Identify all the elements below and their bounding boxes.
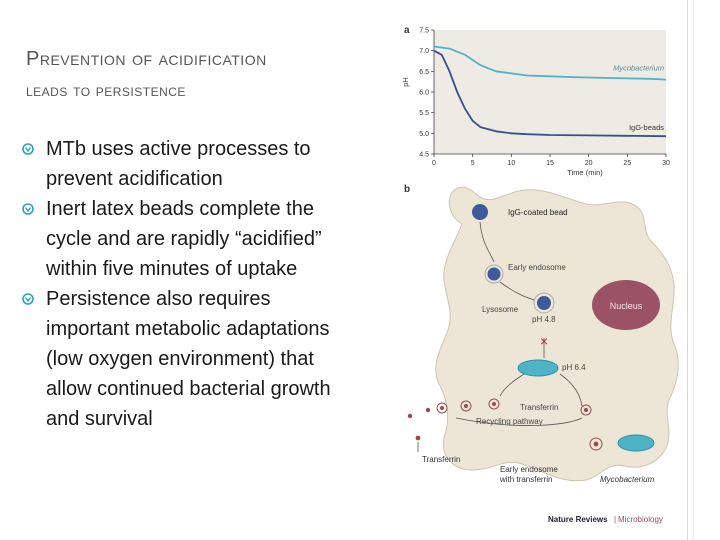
- early-endosome-bead-icon: [487, 267, 501, 281]
- bullet-item: Inert latex beads complete the cycle and…: [22, 194, 357, 284]
- series-line-igg-beads: [433, 49, 667, 138]
- chart-plot-background: [434, 30, 666, 154]
- credit-brand: Nature Reviews: [548, 515, 608, 524]
- recycling-pathway-label: Recycling pathway: [476, 417, 543, 426]
- credit-journal: Microbiology: [618, 515, 663, 524]
- early-endosome-label: Early endosome: [508, 263, 566, 272]
- pathway-arrow: [479, 221, 495, 263]
- right-border-rule: [687, 0, 688, 540]
- pathway-arrow: [559, 373, 583, 407]
- bullet-list: MTb uses active processes to prevent aci…: [22, 134, 357, 434]
- bullet-circle-icon: [22, 293, 34, 305]
- bullet-item: Persistence also requires important meta…: [22, 284, 357, 434]
- mycobacterium-label: Mycobacterium: [600, 475, 655, 484]
- figure-svg: a 0 5 10 15 20 25 30 4.5 5.0 5.5 6.0 6.5 7.0 7.5Time …: [401, 25, 679, 524]
- transferrin-vesicle-icon: [580, 404, 592, 416]
- transferrin-vesicle-icon: [488, 398, 500, 410]
- x-tick-label: 30: [662, 160, 670, 167]
- lysosome-membrane: [533, 292, 555, 314]
- recycling-arrow: [455, 417, 583, 426]
- mycobacterium-icon: [617, 434, 655, 452]
- mycobacterium-phagosome-icon: [517, 359, 559, 377]
- transferrin-dot-icon: [593, 441, 599, 447]
- transferrin-dot-icon: [464, 404, 468, 408]
- transferrin-inner-label: Transferrin: [520, 403, 558, 412]
- transferrin-dot-icon: [425, 407, 431, 413]
- ph-64-label: pH 6.4: [562, 363, 586, 372]
- panel-b-label: b: [404, 184, 410, 195]
- title-line-1: Prevention of acidification: [26, 48, 267, 70]
- series-label: Mycobacterium: [613, 63, 664, 72]
- y-tick-label: 5.5: [419, 110, 429, 117]
- title-line-2: leads to persistence: [26, 81, 186, 100]
- transferrin-dot-icon: [584, 408, 588, 412]
- x-tick-label: 20: [585, 160, 593, 167]
- series-line-mycobacterium: [433, 45, 667, 81]
- nucleus-label: Nucleus: [610, 301, 643, 311]
- y-tick-label: 5.0: [419, 131, 429, 138]
- y-tick-label: 6.0: [419, 90, 429, 97]
- y-tick-label: 7.0: [419, 48, 429, 55]
- bullet-circle-icon: [22, 203, 34, 215]
- y-tick-label: 7.5: [419, 28, 429, 35]
- transferrin-vesicle-icon: [436, 402, 448, 414]
- transferrin-dot-icon: [415, 435, 421, 441]
- igg-bead-icon: [472, 204, 488, 220]
- igg-bead-label: IgG-coated bead: [508, 208, 568, 217]
- lysosome-label: Lysosome: [482, 305, 519, 314]
- y-axis-label: pH: [401, 77, 410, 87]
- macrophage-cell-body: [435, 186, 679, 482]
- chart-series-group: [433, 45, 667, 138]
- lysosome-bead-icon: [537, 296, 551, 310]
- panel-a-label: a: [404, 25, 410, 36]
- right-border-rule-inner: [693, 0, 694, 540]
- transferrin-outer-label: Transferrin: [422, 455, 460, 464]
- ph-48-label: pH 4.8: [532, 315, 556, 324]
- transferrin-dot-icon: [440, 406, 444, 410]
- x-tick-label: 5: [471, 160, 475, 167]
- bullet-circle-icon: [22, 143, 34, 155]
- bullet-text: Inert latex beads complete the cycle and…: [46, 198, 322, 280]
- transferrin-dot-icon: [492, 402, 496, 406]
- transferrin-dot-icon: [407, 413, 413, 419]
- credit-separator: |: [614, 515, 616, 524]
- x-axis-label: Time (min): [567, 168, 603, 177]
- y-tick-label: 6.5: [419, 69, 429, 76]
- early-endosome-transferrin-label-2: with transferrin: [499, 475, 552, 484]
- bullet-text: Persistence also requires important meta…: [46, 288, 331, 430]
- nucleus-shape: [592, 280, 660, 330]
- early-endosome-transferrin-label-1: Early endosome: [500, 465, 558, 474]
- transferrin-vesicle-icon: [460, 400, 472, 412]
- early-endosome-transferrin-icon: [589, 437, 603, 451]
- x-tick-label: 15: [546, 160, 554, 167]
- x-tick-label: 25: [623, 160, 631, 167]
- slide-title: Prevention of acidification leads to per…: [26, 44, 386, 108]
- x-tick-label: 10: [507, 160, 515, 167]
- y-tick-label: 4.5: [419, 152, 429, 159]
- bullet-item: MTb uses active processes to prevent aci…: [22, 134, 357, 194]
- bullet-text: MTb uses active processes to prevent aci…: [46, 138, 311, 190]
- series-label: IgG-beads: [629, 123, 664, 132]
- x-tick-label: 0: [432, 160, 436, 167]
- pathway-arrow: [499, 373, 525, 397]
- early-endosome-membrane: [484, 264, 504, 284]
- pathway-arrow: [499, 281, 535, 301]
